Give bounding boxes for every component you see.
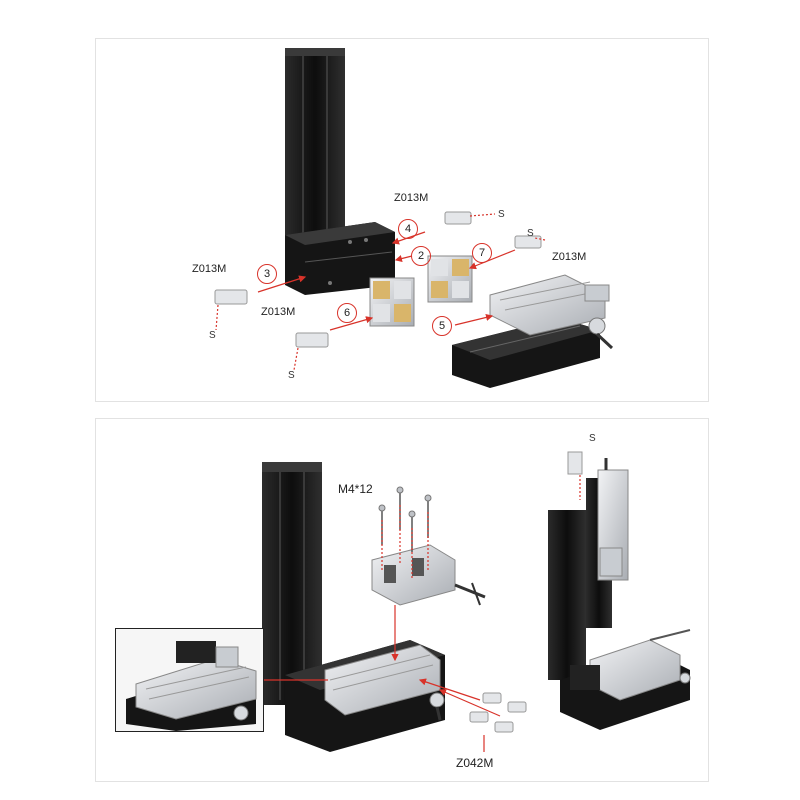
machine-vise	[371, 544, 486, 606]
screw-mark: S	[527, 228, 534, 239]
screw-mark: S	[288, 370, 295, 381]
step-number: 2	[411, 246, 431, 266]
connector-block-center	[369, 277, 415, 327]
part-code-label: Z042M	[456, 756, 494, 770]
connector-block-right	[427, 255, 473, 303]
part-code-label: Z013M	[261, 306, 296, 318]
screw-mark: S	[498, 209, 505, 220]
part-code-label: Z013M	[552, 251, 587, 263]
part-code-label: Z013M	[192, 263, 227, 275]
screw-mark: S	[589, 433, 596, 444]
cross-slide-table	[452, 274, 614, 388]
step-number: 5	[432, 316, 452, 336]
horizontal-base	[285, 222, 395, 295]
inset-drawing	[126, 641, 257, 731]
step-number: 3	[257, 264, 277, 284]
fastener-parts-bottom	[469, 692, 527, 733]
screw-heads	[378, 486, 432, 518]
assembly-arrows-bottom	[262, 455, 581, 752]
m4-screws	[381, 492, 429, 552]
vertical-column	[262, 462, 322, 705]
step-number: 4	[398, 219, 418, 239]
milling-base	[285, 640, 445, 752]
fastener-parts-top	[214, 211, 542, 348]
step-number: 6	[337, 303, 357, 323]
screw-mark: S	[209, 330, 216, 341]
screw-spec-label: M4*12	[338, 482, 373, 496]
part-code-label: Z013M	[394, 192, 429, 204]
step-number: 7	[472, 243, 492, 263]
assembled-machine	[548, 451, 691, 730]
detail-inset	[115, 628, 264, 732]
vertical-column	[285, 48, 345, 253]
